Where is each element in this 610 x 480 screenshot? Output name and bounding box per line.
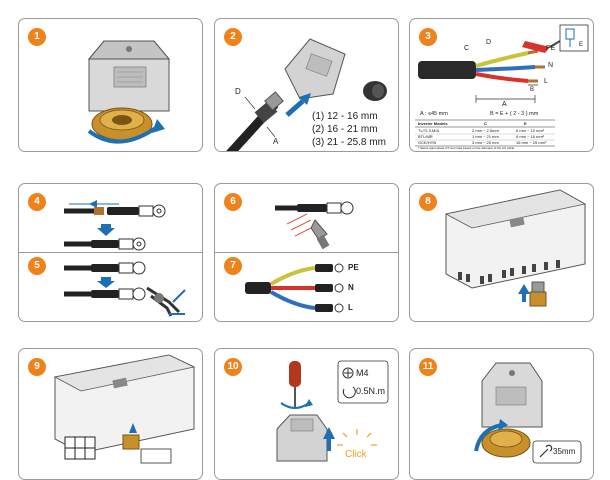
step-3-badge: 3 [419, 28, 437, 46]
step-2-panel: 2 D A (1) 12 - 16 mm (2) 16 - 21 mm (3) … [214, 18, 399, 152]
click-label: Click [345, 449, 367, 460]
cable-range-1: (1) 12 - 16 mm [312, 111, 378, 122]
step-9-panel: 9 [18, 348, 203, 480]
dim-label-a: A [502, 101, 507, 108]
table-row-2-model: BTL/MR [418, 134, 433, 139]
crimp-terminal-illustration [64, 200, 186, 317]
step-4-badge: 4 [28, 193, 46, 211]
connector-disassembly-illustration [226, 38, 387, 151]
step-10-badge: 10 [224, 358, 242, 376]
step-6-7-divider [215, 252, 398, 253]
wire-stripping-illustration [415, 24, 589, 147]
table-header-model: Inverter Models [418, 121, 448, 126]
wire-label-c: C [464, 45, 470, 52]
torque-value: 0.5N.m [356, 386, 386, 396]
table-row-1-e: 6 mm ~ 10 mm² [516, 128, 545, 133]
wire-label-n: N [548, 62, 554, 69]
table-note: * Select appropriate OT terminals based … [418, 146, 515, 150]
step-1-badge: 1 [28, 28, 46, 46]
table-row-3-c: 3 mm ~ 25 mm [472, 140, 499, 145]
step-4-5-divider [19, 252, 202, 253]
table-row-2-c: 1 mm ~ 21 mm [472, 134, 499, 139]
wire-label-l-7: L [348, 303, 353, 312]
inverter-connection-illustration [444, 189, 587, 307]
step-9-badge: 9 [28, 358, 46, 376]
table-row-2-e: 6 mm ~ 16 mm² [516, 134, 545, 139]
table-row-1-c: 2 mm ~ 2.5mm [472, 128, 499, 133]
step-7-badge: 7 [224, 257, 242, 275]
step-1-panel: 1 [18, 18, 203, 152]
dim-label-b: B [530, 87, 535, 93]
table-row-3-e: 16 mm ~ 25 mm² [516, 140, 547, 145]
step-5-badge: 5 [28, 257, 46, 275]
icon-label-e: E [579, 42, 584, 48]
wire-label-l: L [544, 78, 548, 85]
step-11-panel: 11 35mm [409, 348, 594, 480]
step-6-badge: 6 [224, 193, 242, 211]
ac-connector-illustration [87, 40, 171, 144]
cable-range-3: (3) 21 - 25.8 mm [312, 137, 386, 148]
wire-label-n-7: N [348, 283, 354, 292]
step-2-badge: 2 [224, 28, 242, 46]
wire-label-d: D [486, 39, 492, 46]
wrench-size: 35mm [553, 447, 576, 456]
seal-label-a: A [273, 137, 279, 146]
wire-label-pe-7: PE [348, 263, 359, 272]
formula-left: A : ≤45 mm [420, 111, 448, 117]
step-3-panel: 3 C D PE N L B A E A : ≤45 mm B = [409, 18, 594, 152]
table-header-c: C [484, 121, 487, 126]
table-row-1-model: TL/TL3-M/A [418, 128, 440, 133]
step-6-7-panel: 6 7 PE N L [214, 183, 399, 322]
step-11-badge: 11 [419, 358, 437, 376]
nut-tighten-illustration [474, 362, 582, 464]
step-8-badge: 8 [419, 193, 437, 211]
cable-range-2: (2) 16 - 21 mm [312, 124, 378, 135]
step-4-5-panel: 4 5 [18, 183, 203, 322]
seal-label-d: D [235, 87, 241, 96]
formula-right: B = E + ( 2 - 3 ) mm [490, 111, 539, 117]
inverter-ac-connect-illustration [53, 354, 196, 464]
table-row-3-model: GCE/HYB [418, 140, 437, 145]
screw-size: M4 [356, 368, 369, 378]
wire-label-pe: PE [546, 45, 556, 52]
step-8-panel: 8 [409, 183, 594, 322]
step-10-panel: 10 M4 0.5N.m Click [214, 348, 399, 480]
screw-tighten-illustration [276, 360, 389, 462]
heat-shrink-illustration [245, 201, 354, 313]
table-header-e: E [524, 121, 527, 126]
